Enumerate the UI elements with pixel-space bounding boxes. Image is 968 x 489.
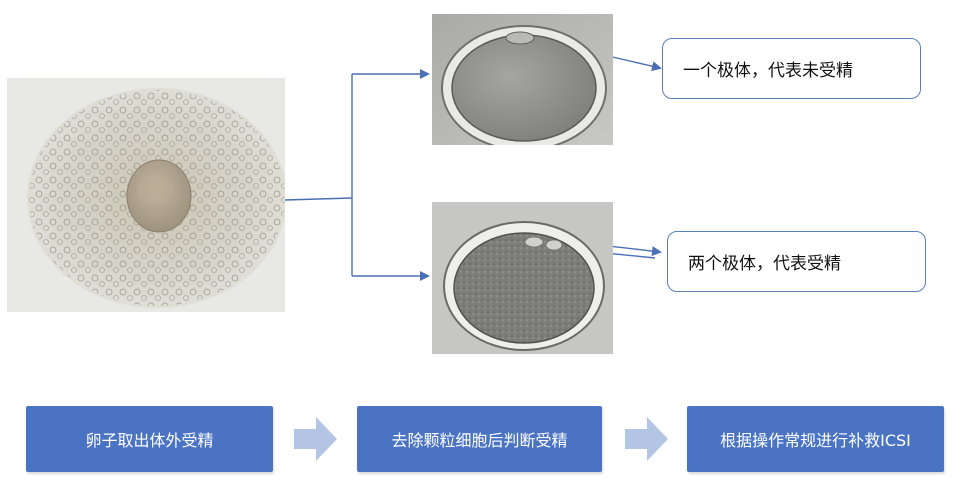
step-1-label: 卵子取出体外受精 (85, 431, 214, 450)
step-3-label: 根据操作常规进行补救ICSI (720, 431, 911, 450)
cumulus-oocyte-photo (7, 78, 285, 312)
right-chevron-arrow-icon (625, 417, 668, 461)
oocyte-two-polar-bodies-photo (432, 202, 613, 354)
oocyte-one-polar-body-photo (432, 14, 613, 145)
main-branch-line (284, 197, 353, 201)
callout-fertilized: 两个极体，代表受精 (667, 231, 926, 292)
callout-fertilized-text: 两个极体，代表受精 (688, 254, 841, 274)
step-2-box: 去除颗粒细胞后判断受精 (357, 406, 602, 472)
right-chevron-arrow-icon (294, 417, 337, 461)
step-3-box: 根据操作常规进行补救ICSI (687, 406, 944, 472)
callout-unfertilized-text: 一个极体，代表未受精 (683, 61, 853, 81)
step-2-label: 去除颗粒细胞后判断受精 (391, 431, 568, 450)
callout-unfertilized: 一个极体，代表未受精 (662, 38, 921, 99)
step-1-box: 卵子取出体外受精 (26, 406, 273, 472)
